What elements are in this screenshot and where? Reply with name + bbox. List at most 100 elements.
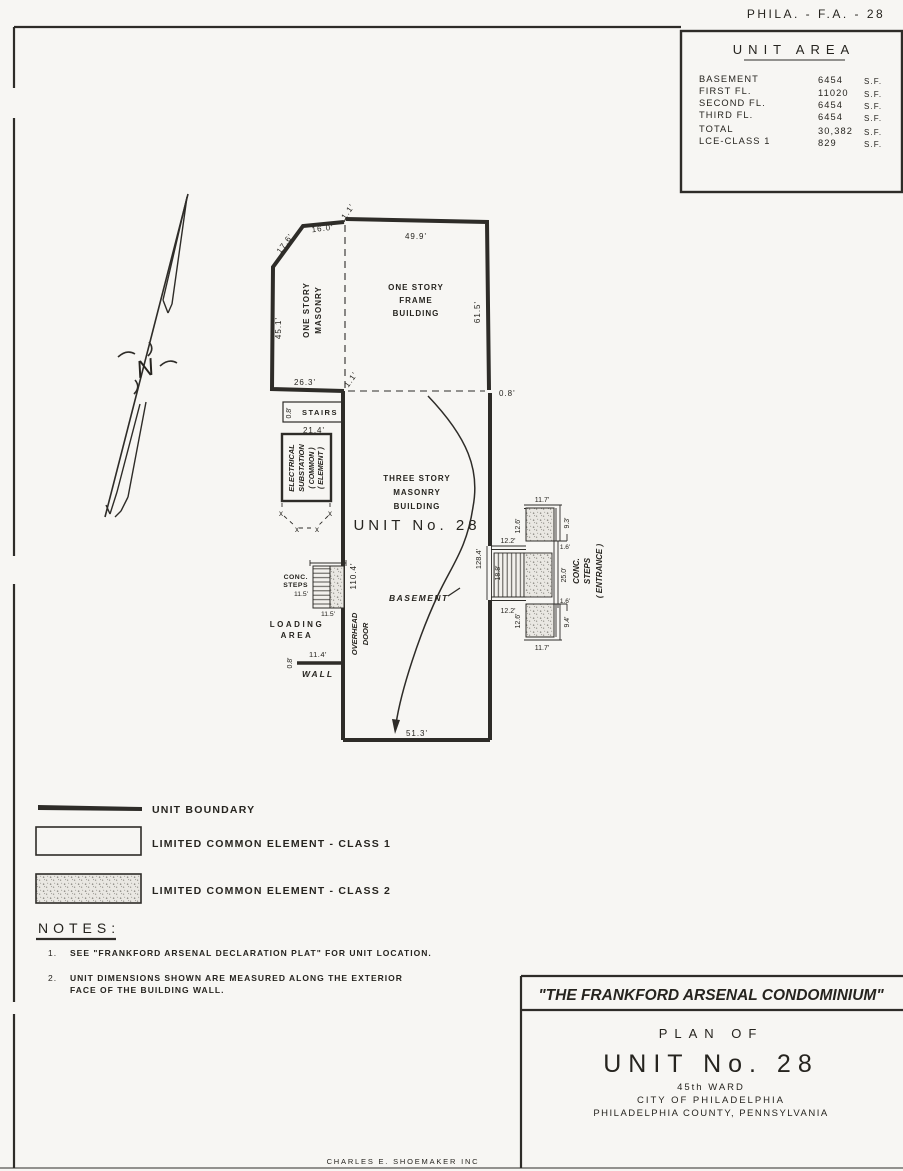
note-1-number: 1.	[48, 948, 57, 958]
electrical-substation: ELECTRICAL SUBSTATION ( COMMON ) ( ELEME…	[279, 432, 333, 534]
dim-12-6-bot: 12.6'	[515, 614, 522, 629]
row-unit: S.F.	[864, 114, 882, 123]
legend-class1-swatch	[35, 826, 142, 856]
entrance-steps-label-3: ( ENTRANCE )	[595, 544, 604, 599]
row-unit: S.F.	[864, 90, 882, 99]
row-unit: S.F.	[864, 140, 882, 149]
frame-label-1: ONE STORY	[388, 283, 444, 292]
one-story-masonry: ONE STORY MASONRY 45.1' 17.6' 16.0' 1.1'…	[269, 202, 359, 393]
three-story-label-3: BUILDING	[394, 502, 441, 511]
dim-51-3: 51.3'	[406, 729, 428, 738]
fence-line: x x x x	[279, 503, 332, 534]
dim-0-8-frame: 0.8'	[499, 389, 516, 398]
row-value: 6454	[818, 112, 843, 122]
unit-area-rows: BASEMENT 6454 S.F. FIRST FL. 11020 S.F. …	[699, 74, 882, 149]
fence-x: x	[315, 525, 319, 534]
dim-45-1: 45.1'	[274, 317, 283, 339]
dim-11-7-bot: 11.7'	[535, 645, 549, 652]
dim-9-4: 9.4'	[564, 616, 571, 627]
dim-1-6-top: 1.6'	[560, 544, 570, 551]
three-story-building: THREE STORY MASONRY BUILDING UNIT No. 28…	[341, 391, 492, 742]
frame-label-2: FRAME	[399, 296, 432, 305]
dim-26-3: 26.3'	[294, 378, 316, 387]
stairs-label: STAIRS	[302, 408, 338, 417]
title-unit-number: UNIT No. 28	[603, 1050, 818, 1078]
legend-unit-boundary-swatch	[38, 805, 142, 811]
stairs-dim-21-4: 21.4'	[303, 426, 325, 435]
city-label: CITY OF PHILADELPHIA	[637, 1095, 785, 1106]
row-value: 829	[818, 138, 837, 148]
row-unit: S.F.	[864, 77, 882, 86]
row-value: 6454	[818, 100, 843, 110]
frame-outline	[345, 217, 491, 391]
three-story-label-2: MASONRY	[393, 488, 441, 497]
page-border	[0, 25, 903, 1169]
masonry-label-1: ONE STORY	[302, 282, 311, 338]
legend-class1-label: LIMITED COMMON ELEMENT - CLASS 1	[152, 838, 391, 850]
overhead-door-label-1: OVERHEAD	[350, 612, 359, 655]
note-2-text-line2: FACE OF THE BUILDING WALL.	[70, 985, 224, 995]
dim-1-6-bot: 1.6'	[560, 598, 570, 605]
masonry-outline	[269, 220, 345, 393]
row-value: 30,382	[818, 126, 853, 136]
dim-12-2-top: 12.2'	[501, 538, 516, 545]
condominium-name: "THE FRANKFORD ARSENAL CONDOMINIUM"	[538, 987, 884, 1004]
dim-16-0: 16.0'	[311, 223, 334, 235]
electrical-label-1: ELECTRICAL	[287, 444, 296, 492]
electrical-label-2: SUBSTATION	[297, 444, 306, 492]
legend: UNIT BOUNDARY LIMITED COMMON ELEMENT - C…	[35, 804, 391, 904]
wall-label: WALL	[302, 669, 334, 679]
row-label: THIRD FL.	[699, 110, 753, 120]
plan-of-label: PLAN OF	[659, 1026, 764, 1041]
fence-x: x	[279, 509, 283, 518]
basement-label: BASEMENT	[389, 593, 449, 603]
row-value: 11020	[818, 88, 849, 98]
three-story-outline	[341, 391, 492, 742]
dim-12-6-top: 12.6'	[515, 519, 522, 534]
row-unit: S.F.	[864, 102, 882, 111]
legend-class2-label: LIMITED COMMON ELEMENT - CLASS 2	[152, 885, 391, 897]
dim-110-4: 110.4'	[349, 563, 358, 590]
row-label: LCE-CLASS 1	[699, 136, 771, 146]
legend-unit-boundary-label: UNIT BOUNDARY	[152, 804, 255, 816]
note-2-number: 2.	[48, 973, 57, 983]
notes: NOTES: 1. SEE "FRANKFORD ARSENAL DECLARA…	[36, 920, 432, 995]
fence-x: x	[295, 525, 299, 534]
surveyor-name: CHARLES E. SHOEMAKER INC	[327, 1157, 480, 1166]
electrical-label-3: ( COMMON )	[309, 447, 316, 489]
unit-area-title: UNIT AREA	[733, 42, 855, 57]
loading-area-label-1: LOADING	[270, 620, 324, 629]
note-1-text: SEE "FRANKFORD ARSENAL DECLARATION PLAT"…	[70, 948, 432, 958]
dim-61-5: 61.5'	[473, 301, 482, 323]
row-label: BASEMENT	[699, 74, 759, 84]
dim-11-7-top: 11.7'	[535, 497, 549, 504]
conc-steps-left-label-2: STEPS	[283, 582, 308, 589]
stairs: 0.8' STAIRS 21.4'	[282, 401, 344, 435]
frame-label-3: BUILDING	[393, 309, 440, 318]
overhead-door-label-2: DOOR	[361, 622, 370, 645]
row-label: SECOND FL.	[699, 98, 766, 108]
wall-stub: 11.4' 0.8' WALL	[287, 650, 343, 679]
stairs-dim-0-8: 0.8'	[286, 407, 293, 418]
entrance-steps: 128.4' 11.7' 12.6' 9.3' 12.2' 1.6' 18.8'…	[474, 497, 604, 652]
dim-0-8-wall: 0.8'	[287, 657, 294, 668]
dim-11-5-b: 11.5'	[321, 611, 335, 618]
legend-class2-swatch	[35, 873, 142, 904]
dim-128-4: 128.4'	[474, 548, 483, 569]
row-value: 6454	[818, 75, 843, 85]
entrance-steps-label-2: STEPS	[583, 557, 592, 584]
dim-12-2-bot: 12.2'	[501, 608, 516, 615]
dim-9-3: 9.3'	[564, 517, 571, 528]
row-label: TOTAL	[699, 124, 734, 134]
dim-18-8: 18.8'	[495, 566, 502, 581]
fence-x: x	[328, 509, 332, 518]
dim-11-5-a: 11.5'	[294, 591, 308, 598]
entrance-steps-label-1: CONC.	[572, 558, 581, 584]
loading-area-label-2: AREA	[281, 631, 314, 640]
row-unit: S.F.	[864, 128, 882, 137]
title-block: "THE FRANKFORD ARSENAL CONDOMINIUM" PLAN…	[519, 974, 903, 1168]
dim-25-0: 25.0'	[561, 568, 568, 583]
electrical-label-4: ( ELEMENT )	[318, 446, 325, 489]
